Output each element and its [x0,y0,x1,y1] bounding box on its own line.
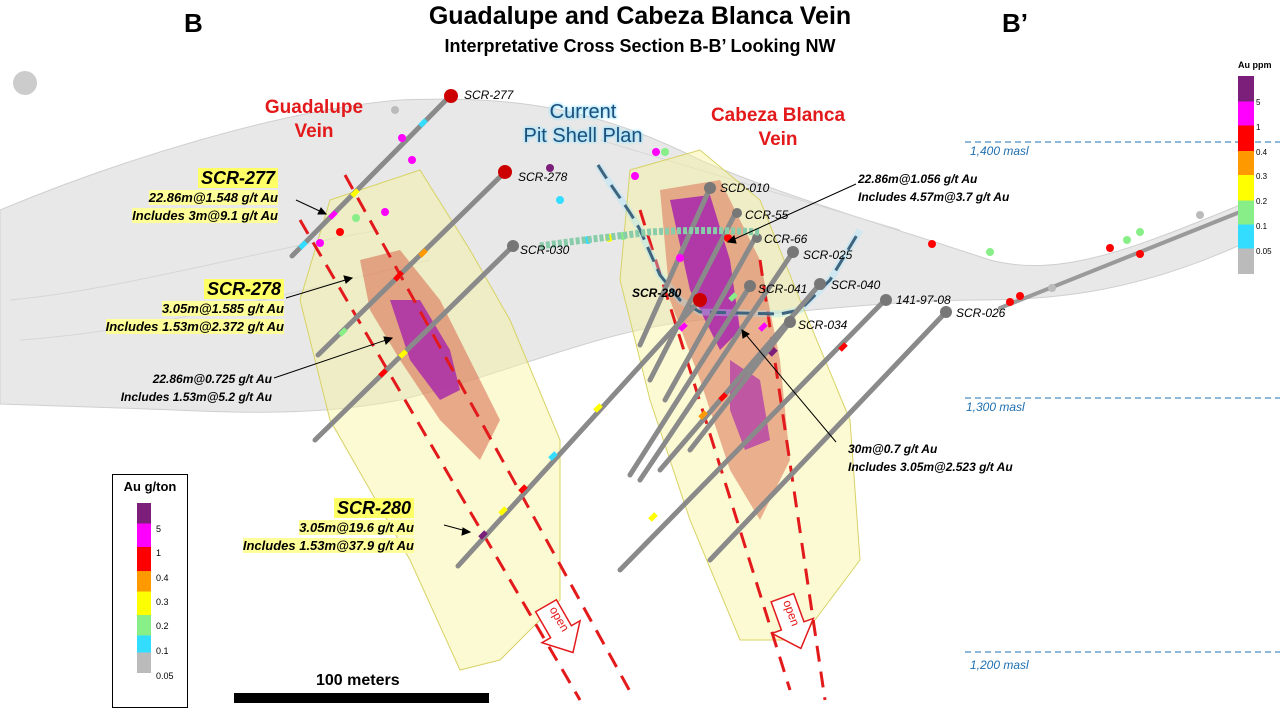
guadalupe-envelope [299,169,561,671]
vein-label-line: Vein [294,121,334,142]
vein-label-line: Vein [758,129,798,150]
pit-shell-outline-glow [594,163,864,318]
hole-label-scr030: SCR-030 [520,243,570,257]
surface-samples [316,106,1204,306]
intercept-line: Includes 4.57m@3.7 g/t Au [858,190,1010,204]
intercept-line: 3.05m@19.6 g/t Au [299,520,414,535]
au-ppm-legend: Au ppm 5 1 0.4 0.3 0.2 0.1 0.05 [1236,60,1280,278]
intercept-hole-name: SCR-280 [333,498,414,518]
drill-trace-scr278 [315,169,508,358]
drill-trace-scr030 [312,243,516,443]
legend-color-ramp [137,503,151,673]
intercept-line: 22.86m@1.548 g/t Au [148,190,278,205]
au-legend: Au g/ton 5 1 0.4 0.3 0.2 0.1 0.05 [112,474,188,708]
hole-label-scr277: SCR-277 [464,88,514,102]
drill-holes [289,93,1242,573]
assay-intervals [298,118,848,540]
intercept-scr034: 30m@0.7 g/t Au Includes 3.05m@2.523 g/t … [848,440,1048,476]
guadalupe-high-grade-core [390,300,460,400]
hole-label-scr034: SCR-034 [798,318,848,332]
hole-label-141-97-08: 141-97-08 [896,293,951,307]
legend-label: 1 [156,548,162,558]
intercept-scr030: 22.86m@0.725 g/t Au Includes 1.53m@5.2 g… [96,370,272,406]
section-end-left: B [184,8,203,38]
intercept-line: Includes 1.53m@37.9 g/t Au [242,538,414,553]
legend-label: 0.05 [1256,247,1272,256]
intercept-line: Includes 1.53m@2.372 g/t Au [105,319,284,334]
hole-label-scr026: SCR-026 [956,306,1006,320]
vein-label-line: Guadalupe [264,97,364,118]
elevation-label-1400: 1,400 masl [970,144,1029,158]
legend-label: 0.1 [156,646,169,656]
hole-label-scr041: SCR-041 [758,282,808,296]
cabeza-blanca-vein-label: Cabeza Blanca Vein [695,104,861,152]
drill-trace-scr280 [455,297,703,569]
legend-label: 5 [1256,98,1261,107]
pit-label-line: Current [549,101,617,123]
section-title: Guadalupe and Cabeza Blanca Vein [428,2,852,30]
section-subtitle: Interpretative Cross Section B-B’ Lookin… [444,36,836,56]
legend-label: 0.2 [156,621,169,631]
legend-label: 5 [156,524,162,534]
legend-title: Au g/ton [123,479,177,494]
open-arrow-left [534,598,582,654]
top-left-logo [13,71,37,95]
hole-label-scr278: SCR-278 [518,170,568,184]
legend-label: 1 [1256,123,1261,132]
drill-trace-ccr55 [647,211,738,383]
intercept-hole-name: SCR-277 [197,168,278,188]
hole-label-scr040: SCR-040 [831,278,881,292]
drill-trace-scr040 [657,281,823,473]
pit-label-line: Pit Shell Plan [523,125,643,147]
hole-label-ccr66: CCR-66 [764,232,808,246]
intercept-line: 22.86m@0.725 g/t Au [152,372,272,386]
hole-label-scd010: SCD-010 [720,181,770,195]
legend-label: 0.4 [156,573,169,583]
pit-shell-label: Current Pit Shell Plan [508,100,658,148]
intercept-line: 30m@0.7 g/t Au [848,442,938,456]
drill-trace-scr041 [627,283,753,478]
leader-arrows [273,183,857,536]
collar-markers [444,89,952,328]
drill-trace-scd010 [637,185,713,348]
open-arrow-right [770,592,815,650]
drill-trace-scr034 [687,319,793,453]
drill-trace-far-right [998,210,1242,310]
guadalupe-vein-label: Guadalupe Vein [246,96,382,144]
vein-label-line: Cabeza Blanca [710,105,846,126]
intercept-ccr55: 22.86m@1.056 g/t Au Includes 4.57m@3.7 g… [858,170,1048,206]
legend-label: 0.1 [1256,222,1268,231]
legend-label: 0.3 [1256,172,1268,181]
scale-bar [234,693,489,703]
drill-trace-141-97-08 [617,297,888,573]
legend-title: Au ppm [1238,60,1272,70]
intercept-line: 22.86m@1.056 g/t Au [858,172,978,186]
drill-trace-scr026 [707,309,949,563]
legend-label: 0.2 [1256,197,1268,206]
legend-color-ramp [1238,76,1254,274]
legend-label: 0.05 [156,671,174,681]
legend-label: 0.4 [1256,148,1268,157]
hole-label-scr025: SCR-025 [803,248,853,262]
intercept-hole-name: SCR-278 [203,279,284,299]
pit-sample-string [539,227,761,250]
scale-bar-label: 100 meters [316,672,400,689]
elevation-label-1200: 1,200 masl [970,658,1029,672]
intercept-scr278: SCR-278 3.05m@1.585 g/t Au Includes 1.53… [96,279,284,336]
drill-trace-ccr66 [662,235,758,403]
intercept-line: Includes 1.53m@5.2 g/t Au [120,390,272,404]
section-end-right: B’ [1002,8,1028,38]
hole-label-scr280: SCR-280 [632,286,682,300]
elevation-label-1300: 1,300 masl [966,400,1025,414]
intercept-line: Includes 3m@9.1 g/t Au [132,208,278,223]
legend-label: 0.3 [156,597,169,607]
hole-label-ccr55: CCR-55 [745,208,789,222]
intercept-line: Includes 3.05m@2.523 g/t Au [848,460,1013,474]
intercept-scr277: SCR-277 22.86m@1.548 g/t Au Includes 3m@… [110,168,278,225]
intercept-scr280: SCR-280 3.05m@19.6 g/t Au Includes 1.53m… [210,498,414,555]
intercept-line: 3.05m@1.585 g/t Au [161,301,284,316]
drill-trace-scr025 [637,249,796,483]
